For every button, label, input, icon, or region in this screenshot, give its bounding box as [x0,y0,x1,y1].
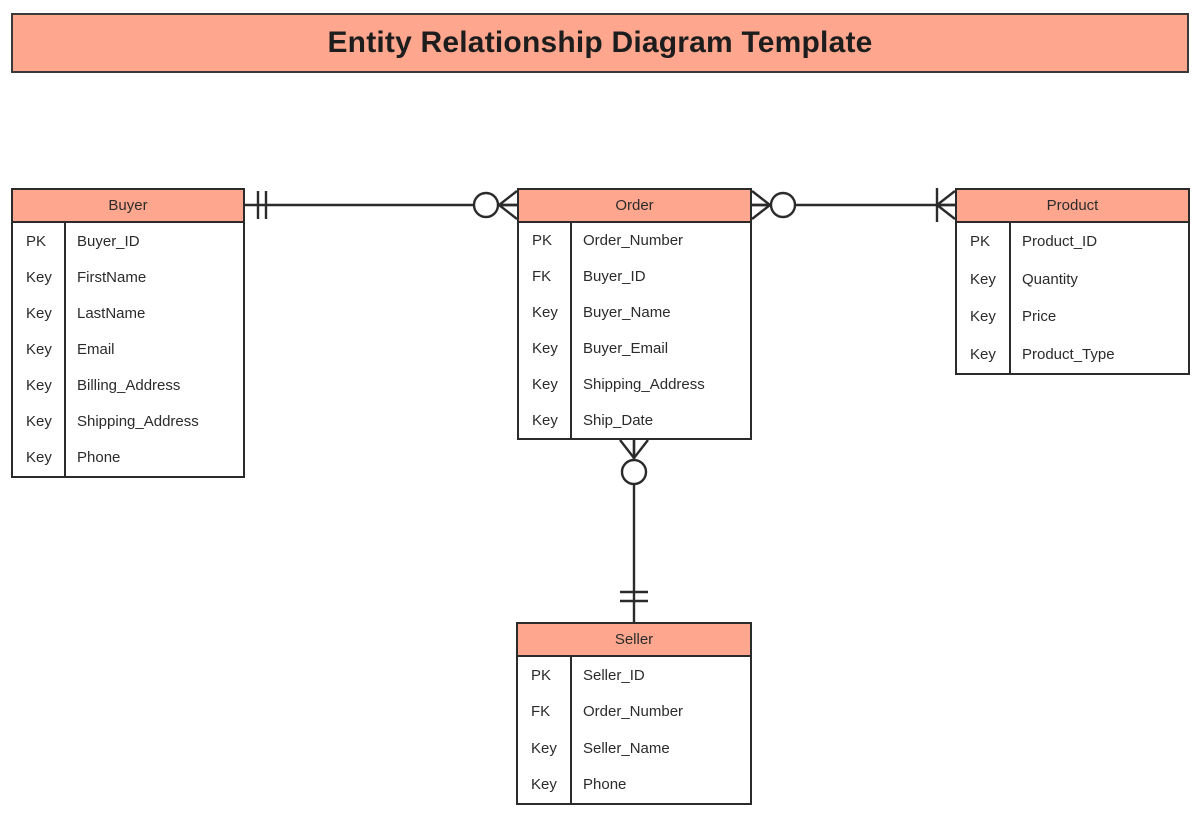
diagram-title-banner: Entity Relationship Diagram Template [11,13,1189,73]
attribute-key: PK [532,232,553,250]
entity-table-order[interactable]: Order PK Order_Number FK Buyer_ID Key Bu… [517,188,752,440]
attribute-row[interactable]: Key Quantity [957,261,1188,299]
attribute-row[interactable]: PK Order_Number [519,223,750,259]
attribute-row[interactable]: Key Billing_Address [13,368,243,404]
attribute-name: Phone [583,776,627,794]
attribute-row[interactable]: FK Order_Number [518,694,750,731]
attribute-key: Key [532,304,558,322]
attribute-key: Key [26,377,52,395]
attribute-key: Key [970,308,996,326]
cardinality-zero-circle-order-left [472,191,500,219]
entity-body-seller: PK Seller_ID FK Order_Number Key Seller_… [518,657,750,803]
entity-body-product: PK Product_ID Key Quantity Key Price Key… [957,223,1188,373]
entity-name-buyer: Buyer [108,197,148,214]
attribute-key: PK [970,233,991,251]
attribute-key: Key [26,304,52,322]
attribute-row[interactable]: Key Buyer_Email [519,330,750,366]
entity-table-seller[interactable]: Seller PK Seller_ID FK Order_Number Key … [516,622,752,805]
attribute-key: Key [531,739,557,757]
entity-table-product[interactable]: Product PK Product_ID Key Quantity Key P… [955,188,1190,375]
attribute-row[interactable]: Key Shipping_Address [13,404,243,440]
attribute-key: Key [532,411,558,429]
attribute-key: Key [26,268,52,286]
attribute-key: Key [531,776,557,794]
attribute-name: FirstName [77,268,147,286]
entity-name-order: Order [615,197,654,214]
attribute-key: Key [532,375,558,393]
cardinality-many-crowsfoot-order-right [751,190,772,220]
relationship-buyer-order [245,190,518,220]
attribute-key: PK [26,232,47,250]
cardinality-many-crowsfoot-seller-top [619,439,649,460]
attribute-row[interactable]: Key FirstName [13,259,243,295]
attribute-name: Quantity [1022,270,1078,288]
attribute-name: Seller_Name [583,739,670,757]
attribute-name: Buyer_ID [77,232,140,250]
attribute-key: Key [970,270,996,288]
entity-body-order: PK Order_Number FK Buyer_ID Key Buyer_Na… [519,223,750,438]
entity-header-product: Product [957,190,1188,223]
entity-table-buyer[interactable]: Buyer PK Buyer_ID Key FirstName Key Last… [11,188,245,478]
attribute-row[interactable]: FK Buyer_ID [519,259,750,295]
attribute-row[interactable]: Key Price [957,298,1188,336]
attribute-row[interactable]: Key Email [13,331,243,367]
attribute-row[interactable]: PK Buyer_ID [13,223,243,259]
attribute-name: Buyer_Email [583,339,669,357]
cardinality-zero-circle-seller [620,458,648,486]
attribute-name: Price [1022,308,1057,326]
attribute-row[interactable]: Key Buyer_Name [519,295,750,331]
attribute-name: Product_ID [1022,233,1098,251]
attribute-row[interactable]: Key Seller_Name [518,730,750,767]
attribute-name: LastName [77,304,146,322]
attribute-row[interactable]: PK Product_ID [957,223,1188,261]
entity-name-seller: Seller [614,631,654,648]
attribute-key: Key [26,413,52,431]
attribute-row[interactable]: PK Seller_ID [518,657,750,694]
attribute-row[interactable]: Key Product_Type [957,336,1188,374]
entity-name-product: Product [1046,197,1099,214]
attribute-name: Shipping_Address [77,413,199,431]
attribute-name: Order_Number [583,703,684,721]
attribute-name: Ship_Date [583,411,654,429]
entity-header-order: Order [519,190,750,223]
attribute-row[interactable]: Key Shipping_Address [519,366,750,402]
attribute-name: Email [77,340,115,358]
cardinality-many-crowsfoot-order-left [497,190,518,220]
page-title: Entity Relationship Diagram Template [327,26,873,59]
entity-header-seller: Seller [518,624,750,657]
attribute-name: Order_Number [583,232,684,250]
attribute-row[interactable]: Key Phone [13,440,243,476]
relationship-order-seller [619,439,649,622]
attribute-name: Billing_Address [77,377,181,395]
attribute-row[interactable]: Key Ship_Date [519,402,750,438]
attribute-name: Buyer_Name [583,304,671,322]
entity-body-buyer: PK Buyer_ID Key FirstName Key LastName K… [13,223,243,476]
cardinality-zero-circle-order-right [769,191,797,219]
entity-header-buyer: Buyer [13,190,243,223]
attribute-name: Phone [77,449,121,467]
attribute-row[interactable]: Key Phone [518,767,750,804]
attribute-key: PK [531,666,552,684]
cardinality-many-crowsfoot-product [935,190,956,220]
attribute-key: Key [26,449,52,467]
relationship-order-product [751,188,956,222]
attribute-name: Seller_ID [583,666,645,684]
attribute-name: Product_Type [1022,345,1115,363]
attribute-key: Key [26,340,52,358]
attribute-name: Buyer_ID [583,268,646,286]
attribute-name: Shipping_Address [583,375,705,393]
attribute-key: Key [970,345,996,363]
attribute-key: FK [532,268,552,286]
attribute-key: Key [532,339,558,357]
attribute-row[interactable]: Key LastName [13,295,243,331]
attribute-key: FK [531,703,551,721]
